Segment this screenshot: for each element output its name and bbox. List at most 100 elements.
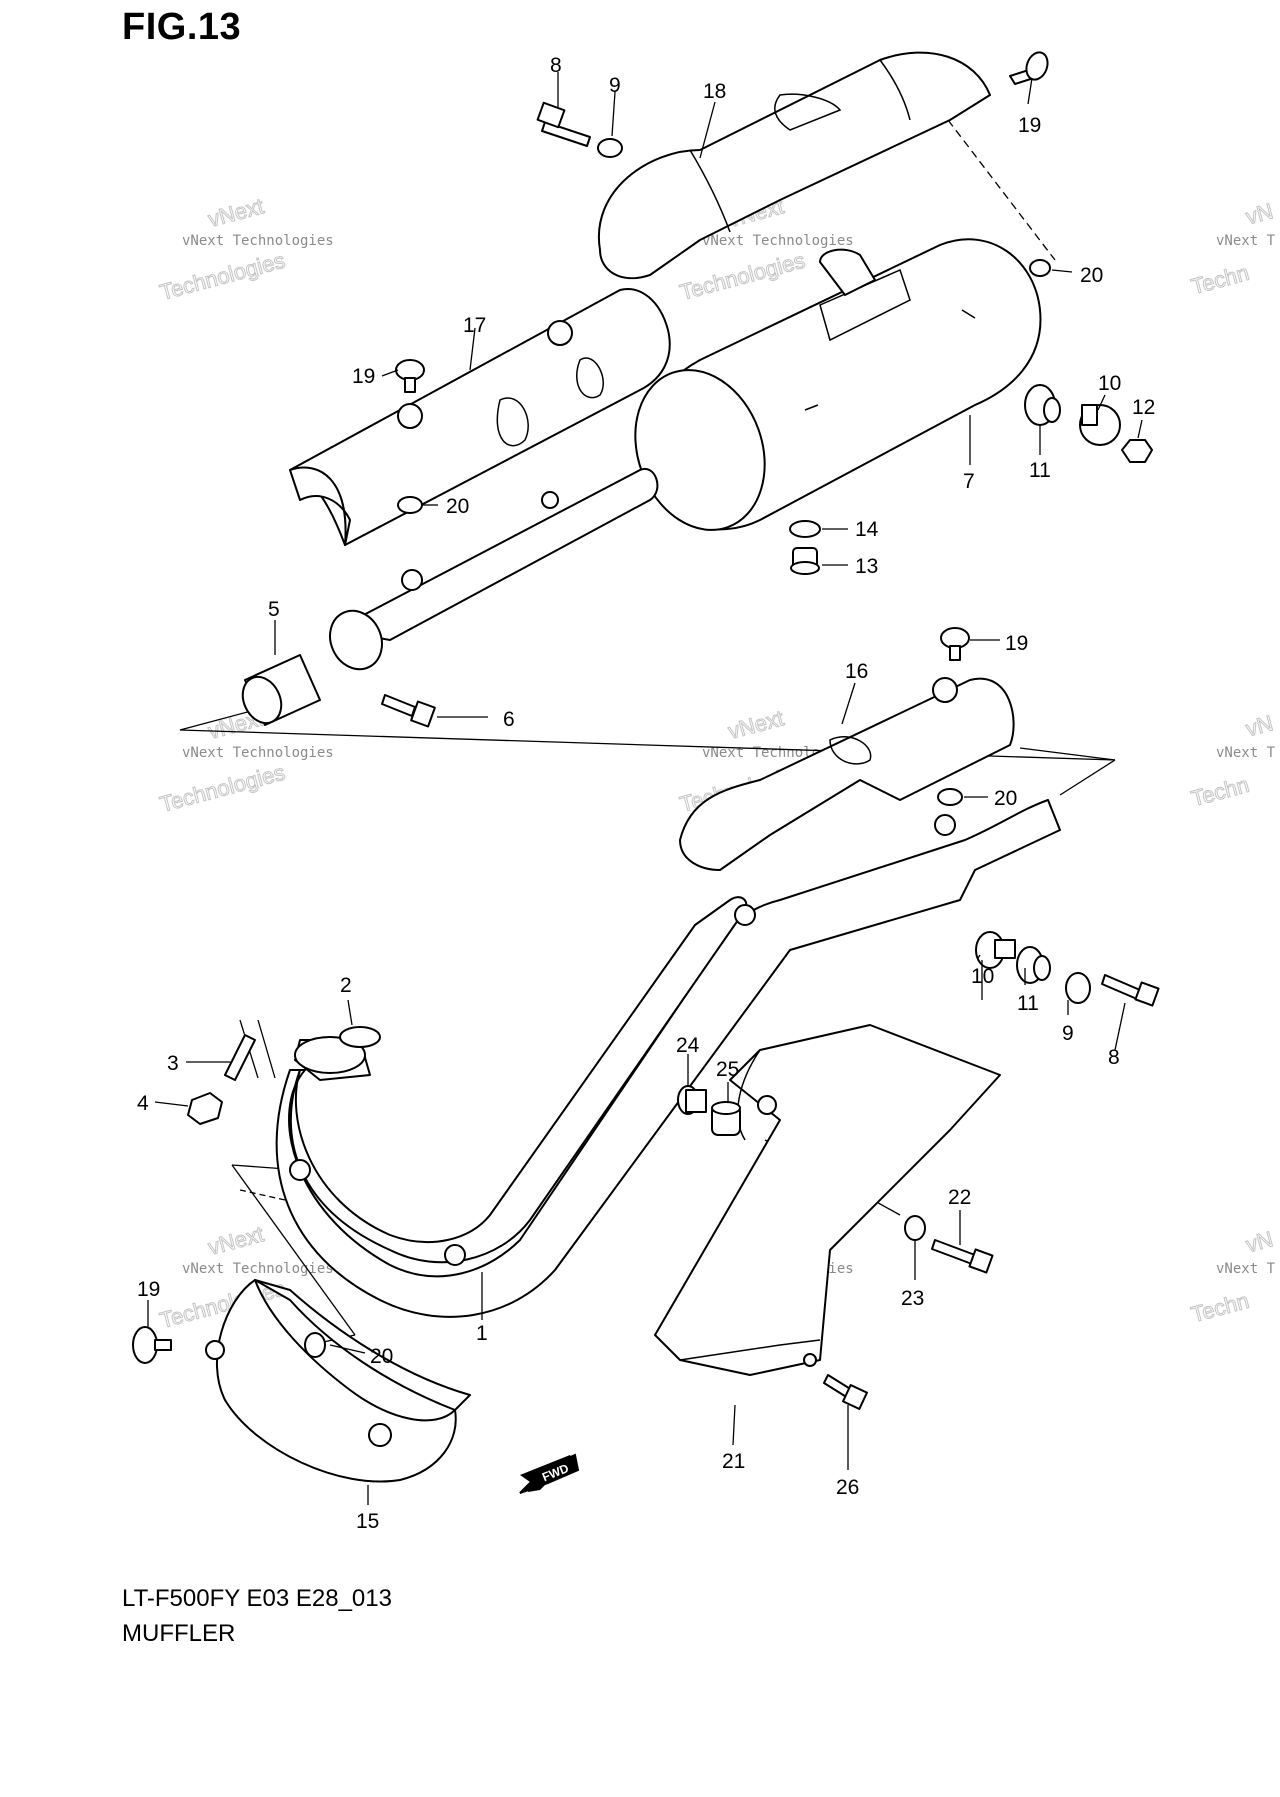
svg-text:vN: vN xyxy=(1243,1226,1275,1257)
collar-10-mid xyxy=(975,931,1016,969)
nut-12 xyxy=(1121,439,1153,463)
washer-20-bottom xyxy=(304,1332,326,1358)
callout-17: 17 xyxy=(463,314,486,337)
nut-4 xyxy=(187,1092,223,1125)
callout-19-left: 19 xyxy=(352,365,375,388)
callout-9-mid: 9 xyxy=(1062,1022,1074,1045)
svg-text:vNext Technologies: vNext Technologies xyxy=(182,745,334,761)
callout-2: 2 xyxy=(340,974,352,997)
callout-12: 12 xyxy=(1132,396,1155,419)
callout-18: 18 xyxy=(703,80,726,103)
collar-10-right xyxy=(1079,404,1121,446)
callout-14: 14 xyxy=(855,518,879,541)
figure-title: FIG.13 xyxy=(122,6,242,48)
callout-numbers: 8 9 18 19 20 17 19 10 12 11 7 20 14 13 5… xyxy=(137,54,1155,1533)
part-17-front-cover xyxy=(289,288,671,546)
gasket-2 xyxy=(339,1026,381,1048)
watermark-block-3: vNext vNext Technologies Technologies xyxy=(157,705,334,818)
svg-text:vNext T: vNext T xyxy=(1216,233,1276,249)
grommet-11-right xyxy=(1024,384,1061,426)
part-21-guard-plate xyxy=(654,1024,1001,1376)
watermark-block-1: vNext vNext Technologies Technologies xyxy=(157,193,334,306)
callout-24: 24 xyxy=(676,1034,700,1057)
washer-14 xyxy=(789,520,821,538)
stud-3 xyxy=(224,1034,256,1081)
callout-20-right: 20 xyxy=(1080,264,1103,287)
callout-5: 5 xyxy=(268,598,280,621)
callout-4: 4 xyxy=(137,1092,149,1115)
washer-9-mid xyxy=(1065,972,1091,1004)
callout-7: 7 xyxy=(963,470,975,493)
callout-26: 26 xyxy=(836,1476,859,1499)
callout-20-left: 20 xyxy=(446,495,469,518)
svg-text:vNext: vNext xyxy=(206,1221,267,1260)
part-7-muffler-body xyxy=(634,238,1042,531)
bolt-8-top xyxy=(536,101,591,147)
screw-19-left xyxy=(395,359,425,393)
watermark-edge-3: vN vNext T Techn xyxy=(1188,1226,1276,1328)
callout-8-mid: 8 xyxy=(1108,1046,1120,1069)
callout-11-mid: 11 xyxy=(1017,992,1039,1015)
callout-19-top: 19 xyxy=(1018,114,1041,137)
callout-13: 13 xyxy=(855,555,878,578)
grommet-25 xyxy=(711,1101,741,1136)
part-18-upper-cover xyxy=(597,51,991,280)
callout-19-mid: 19 xyxy=(1005,632,1028,655)
grommet-11-mid xyxy=(1016,946,1051,984)
svg-text:vNext: vNext xyxy=(206,193,267,232)
svg-text:vNext T: vNext T xyxy=(1216,745,1276,761)
callout-16: 16 xyxy=(845,660,868,683)
washer-20-right xyxy=(1029,259,1051,277)
bolt-22 xyxy=(931,1239,994,1274)
callout-11-right: 11 xyxy=(1029,459,1051,482)
svg-text:vN: vN xyxy=(1243,710,1275,741)
washer-20-mid xyxy=(937,788,963,806)
collar-24 xyxy=(677,1085,707,1115)
watermark-edge-2: vN vNext T Techn xyxy=(1188,710,1276,812)
callout-21: 21 xyxy=(722,1450,745,1473)
screw-19-top xyxy=(1009,51,1049,85)
callout-22: 22 xyxy=(948,1186,971,1209)
callout-9-top: 9 xyxy=(609,74,621,97)
svg-text:Technologies: Technologies xyxy=(157,248,288,305)
callout-6: 6 xyxy=(503,708,515,731)
model-code: LT-F500FY E03 E28_013 xyxy=(122,1585,392,1612)
bolt-26 xyxy=(823,1374,868,1410)
screw-19-mid xyxy=(940,627,970,661)
callout-1: 1 xyxy=(476,1322,488,1345)
callout-10-right: 10 xyxy=(1098,372,1121,395)
svg-text:vNext: vNext xyxy=(726,705,787,744)
callout-19-bottom: 19 xyxy=(137,1278,160,1301)
svg-text:vN: vN xyxy=(1243,198,1275,229)
watermark-edge-1: vN vNext T Techn xyxy=(1188,198,1276,300)
mid-pipe xyxy=(329,467,659,671)
svg-text:Technologies: Technologies xyxy=(157,760,288,817)
callout-20-mid: 20 xyxy=(994,787,1017,810)
figure-name: MUFFLER xyxy=(122,1620,236,1647)
callout-23: 23 xyxy=(901,1287,924,1310)
svg-text:Techn: Techn xyxy=(1188,260,1251,299)
callout-15: 15 xyxy=(356,1510,379,1533)
callout-leaders xyxy=(147,72,1143,1505)
svg-text:vNext Technologies: vNext Technologies xyxy=(182,233,334,249)
svg-text:vNext Technologies: vNext Technologies xyxy=(182,1261,334,1277)
svg-text:Techn: Techn xyxy=(1188,772,1251,811)
forward-direction-arrow: FWD xyxy=(519,1453,580,1494)
bolt-6 xyxy=(381,694,436,728)
screw-19-bottom xyxy=(132,1326,172,1364)
callout-3: 3 xyxy=(167,1052,179,1075)
bolt-8-mid xyxy=(1101,974,1160,1007)
part-1-exhaust-pipe xyxy=(275,799,1061,1318)
washer-23 xyxy=(904,1215,926,1241)
part-16-lower-cover xyxy=(679,677,1015,871)
svg-text:Technologies: Technologies xyxy=(677,248,808,305)
svg-text:Techn: Techn xyxy=(1188,1288,1251,1327)
svg-text:vNext T: vNext T xyxy=(1216,1261,1276,1277)
callout-25: 25 xyxy=(716,1058,739,1081)
svg-text:vNext Technologies: vNext Technologies xyxy=(702,233,854,249)
washer-9-top xyxy=(597,138,623,158)
plug-13 xyxy=(790,547,820,575)
callout-20-bottom: 20 xyxy=(370,1345,393,1368)
